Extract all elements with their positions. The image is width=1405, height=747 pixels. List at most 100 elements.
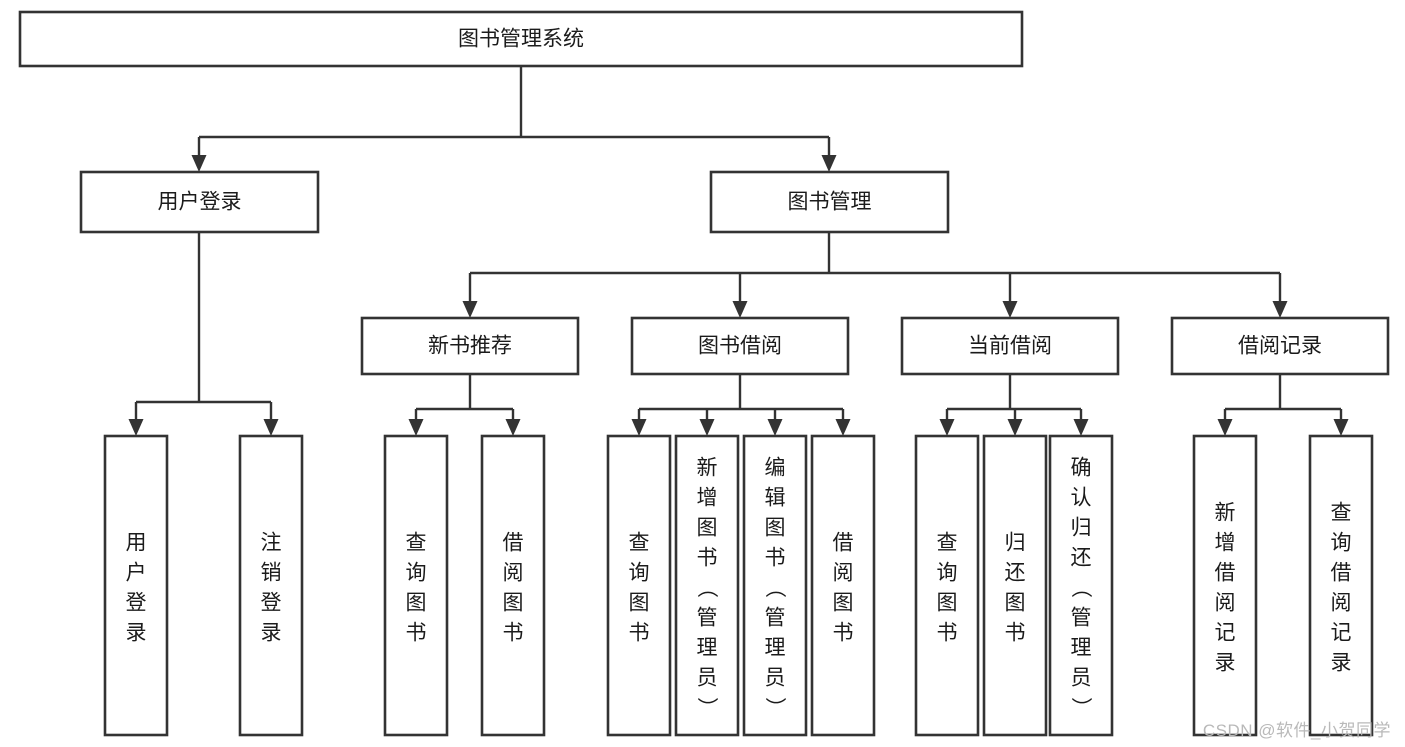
node-label-char: 登: [261, 592, 282, 615]
connector-rail-book-borrow: [631, 374, 851, 436]
node-user-login[interactable]: 用户登录: [79, 170, 320, 234]
node-box-leaf: [238, 434, 304, 737]
watermark-text: CSDN @软件_小贺同学: [1202, 721, 1391, 740]
node-label-char: 编: [765, 457, 786, 480]
node-box-leaf: [1308, 434, 1374, 737]
arrow-head-icon: [263, 419, 279, 436]
node-label-char: 阅: [1215, 592, 1236, 615]
node-label-char: 管: [697, 607, 718, 630]
arrow-head-icon: [1217, 419, 1233, 436]
node-label-char: 录: [1331, 652, 1352, 675]
node-label-char: 确: [1071, 457, 1092, 480]
node-current-borrow[interactable]: 当前借阅: [900, 316, 1120, 376]
connector-rail-book-management: [462, 232, 1288, 318]
node-leaf-user-login[interactable]: 用户登录: [103, 434, 169, 737]
node-label-char: （: [1069, 577, 1092, 598]
node-box-leaf: [914, 434, 980, 737]
node-book-borrow[interactable]: 图书借阅: [630, 316, 850, 376]
node-label-char: 阅: [1331, 592, 1352, 615]
node-label-char: 书: [937, 622, 958, 645]
node-label-char: 图: [765, 517, 786, 540]
node-label-char: 户: [126, 562, 147, 585]
node-label-char: 书: [833, 622, 854, 645]
node-label-char: 还: [1005, 562, 1026, 585]
node-box-leaf: [1192, 434, 1258, 737]
arrow-head-icon: [1073, 419, 1089, 436]
node-label-char: 借: [503, 532, 524, 555]
node-label-char: 书: [406, 622, 427, 645]
connector-rail-borrow-records: [1217, 374, 1349, 436]
arrow-head-icon: [408, 419, 424, 436]
node-label-char: 记: [1215, 622, 1236, 645]
node-label-char: 增: [697, 487, 718, 510]
node-label-char: 询: [937, 562, 958, 585]
arrow-head-icon: [631, 419, 647, 436]
node-label-char: 查: [937, 532, 958, 555]
node-label-char: 管: [1071, 607, 1092, 630]
node-label-char: 归: [1005, 532, 1026, 555]
node-label-char: 理: [697, 637, 718, 660]
node-label-char: 认: [1071, 487, 1092, 510]
node-label-char: 员: [1071, 667, 1092, 690]
node-label: 用户登录: [158, 191, 242, 214]
node-label-char: （: [763, 577, 786, 598]
node-label-char: 图: [833, 592, 854, 615]
node-borrow-records[interactable]: 借阅记录: [1170, 316, 1390, 376]
node-label: 新书推荐: [428, 335, 512, 358]
node-label-char: 询: [406, 562, 427, 585]
arrow-head-icon: [821, 155, 837, 172]
arrow-head-icon: [767, 419, 783, 436]
node-label-char: ）: [1069, 697, 1092, 718]
connector-layer: [128, 66, 1349, 436]
node-label-char: 理: [765, 637, 786, 660]
node-label-char: 询: [1331, 532, 1352, 555]
node-box-leaf: [1048, 434, 1114, 737]
node-label-char: 图: [629, 592, 650, 615]
node-label-char: 管: [765, 607, 786, 630]
node-label-char: 录: [261, 622, 282, 645]
node-root[interactable]: 图书管理系统: [18, 10, 1024, 68]
node-box-leaf: [982, 434, 1048, 737]
node-label-char: 新: [1215, 502, 1236, 525]
node-label-char: ）: [763, 697, 786, 718]
node-label-char: 查: [629, 532, 650, 555]
node-label-char: 阅: [503, 562, 524, 585]
connector-rail-new-book-recommend: [408, 374, 521, 436]
arrow-head-icon: [1007, 419, 1023, 436]
node-label-char: 阅: [833, 562, 854, 585]
node-label-char: 书: [629, 622, 650, 645]
node-label-char: 记: [1331, 622, 1352, 645]
node-box-leaf: [383, 434, 449, 737]
node-label-char: 录: [1215, 652, 1236, 675]
arrow-head-icon: [191, 155, 207, 172]
node-label: 图书管理: [788, 191, 872, 214]
node-label-char: 书: [765, 547, 786, 570]
node-book-management[interactable]: 图书管理: [709, 170, 950, 234]
node-label-char: 图: [406, 592, 427, 615]
arrow-head-icon: [939, 419, 955, 436]
node-label-char: 录: [126, 622, 147, 645]
node-label-char: 图: [1005, 592, 1026, 615]
node-box-leaf: [674, 434, 740, 737]
node-new-book-recommend[interactable]: 新书推荐: [360, 316, 580, 376]
node-box-level3: [360, 316, 580, 376]
node-label: 借阅记录: [1238, 335, 1322, 358]
node-label-char: 图: [503, 592, 524, 615]
arrow-head-icon: [1272, 301, 1288, 318]
node-label-char: 询: [629, 562, 650, 585]
node-label-char: 查: [1331, 502, 1352, 525]
node-label-char: 登: [126, 592, 147, 615]
node-label-char: 员: [765, 667, 786, 690]
